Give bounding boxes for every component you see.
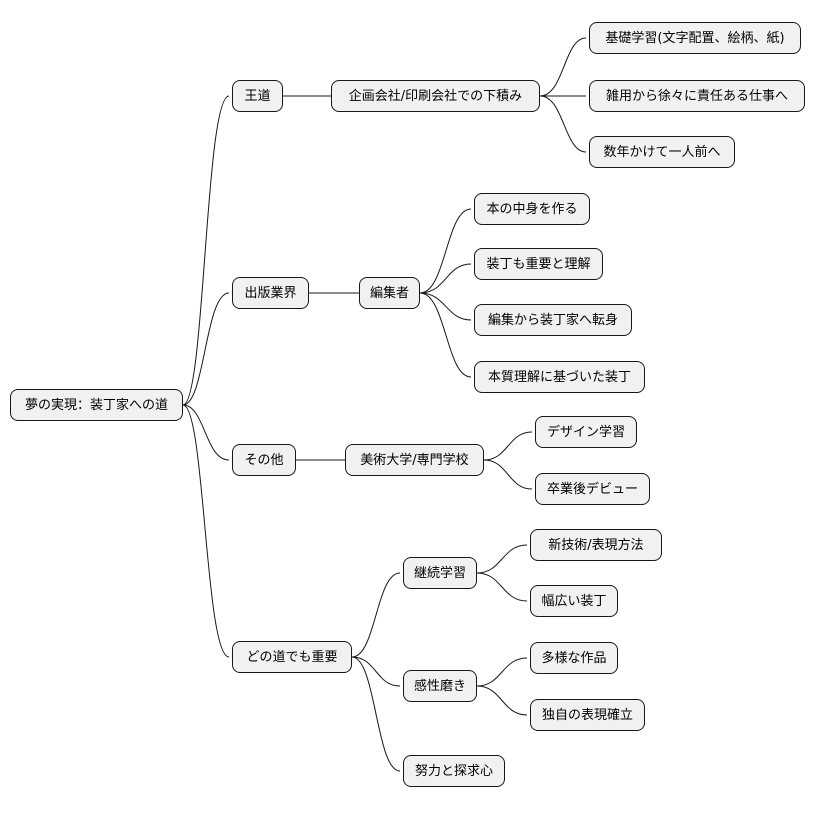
node-label: 夢の実現：装丁家への道	[24, 397, 168, 413]
leaf-node-honshitsu: 本質理解に基づいた装丁	[474, 361, 645, 393]
node-label: 多様な作品	[541, 650, 607, 666]
edge-root-to-oudou	[182, 95, 230, 406]
node-label: 雑用から徐々に責任ある仕事へ	[605, 88, 788, 104]
branch-node-sonota: その他	[232, 444, 296, 476]
edge-root-to-shuppan	[182, 292, 230, 406]
root-node: 夢の実現：装丁家への道	[10, 389, 183, 421]
node-label: 数年かけて一人前へ	[603, 144, 721, 160]
edge-keizoku-to-habahiroi	[476, 572, 528, 602]
edge-important-to-keizoku	[351, 572, 401, 658]
node-label: 卒業後デビュー	[546, 481, 638, 497]
node-kansei: 感性磨き	[403, 670, 477, 702]
node-label: 出版業界	[244, 285, 297, 301]
node-label: 編集者	[369, 285, 409, 301]
node-label: 本質理解に基づいた装丁	[487, 369, 631, 385]
node-label: その他	[244, 452, 284, 468]
node-henshusha: 編集者	[359, 277, 420, 309]
edge-bidai-to-debut	[483, 459, 533, 490]
edge-shitazumi-to-ichininmae	[539, 95, 587, 153]
node-label: 感性磨き	[413, 678, 466, 694]
edge-henshusha-to-honnonakami	[419, 208, 472, 294]
node-label: 王道	[244, 88, 271, 104]
leaf-node-shingijutsu: 新技術/表現方法	[530, 529, 662, 561]
node-label: 装丁も重要と理解	[486, 256, 591, 272]
edge-root-to-sonota	[182, 404, 230, 461]
node-label: デザイン学習	[546, 424, 625, 440]
branch-node-important: どの道でも重要	[232, 641, 352, 673]
leaf-node-kiso: 基礎学習(文字配置、絵柄、紙)	[589, 22, 801, 54]
edge-root-to-important	[182, 404, 230, 658]
leaf-node-honnonakami: 本の中身を作る	[474, 193, 590, 225]
node-shitazumi: 企画会社/印刷会社での下積み	[331, 80, 540, 112]
node-bidai: 美術大学/専門学校	[345, 444, 484, 476]
node-label: 新技術/表現方法	[548, 537, 644, 553]
edge-important-to-doryoku	[351, 656, 401, 772]
leaf-node-tenshin: 編集から装丁家へ転身	[474, 304, 632, 336]
edge-henshusha-to-tenshin	[419, 292, 472, 321]
edge-kansei-to-tayou	[476, 657, 528, 687]
node-label: 独自の表現確立	[541, 707, 633, 723]
node-label: どの道でも重要	[246, 649, 338, 665]
node-label: 本の中身を作る	[486, 201, 578, 217]
leaf-node-habahiroi: 幅広い装丁	[530, 585, 618, 617]
leaf-node-soutei-juyou: 装丁も重要と理解	[474, 248, 603, 280]
branch-node-shuppan: 出版業界	[232, 277, 309, 309]
leaf-node-tayou: 多様な作品	[530, 642, 618, 674]
node-doryoku: 努力と探求心	[403, 755, 505, 787]
edge-shitazumi-to-kiso	[539, 37, 587, 97]
node-label: 基礎学習(文字配置、絵柄、紙)	[605, 30, 785, 46]
leaf-node-debut: 卒業後デビュー	[535, 473, 650, 505]
edge-henshusha-to-soutei-juyou	[419, 263, 472, 294]
edge-important-to-kansei	[351, 656, 401, 687]
leaf-node-design: デザイン学習	[535, 416, 637, 448]
node-label: 企画会社/印刷会社での下積み	[348, 88, 523, 104]
leaf-node-dokuji: 独自の表現確立	[530, 699, 645, 731]
leaf-node-ichininmae: 数年かけて一人前へ	[589, 136, 735, 168]
node-label: 努力と探求心	[414, 763, 493, 779]
node-keizoku: 継続学習	[403, 557, 477, 589]
leaf-node-zatsuyou: 雑用から徐々に責任ある仕事へ	[589, 80, 805, 112]
node-label: 美術大学/専門学校	[360, 452, 469, 468]
edge-henshusha-to-honshitsu	[419, 292, 472, 378]
edge-keizoku-to-shingijutsu	[476, 544, 528, 574]
node-label: 幅広い装丁	[541, 593, 607, 609]
branch-node-oudou: 王道	[232, 80, 283, 112]
node-label: 継続学習	[413, 565, 466, 581]
edge-bidai-to-design	[483, 431, 533, 461]
node-label: 編集から装丁家へ転身	[487, 312, 618, 328]
edge-kansei-to-dokuji	[476, 685, 528, 716]
